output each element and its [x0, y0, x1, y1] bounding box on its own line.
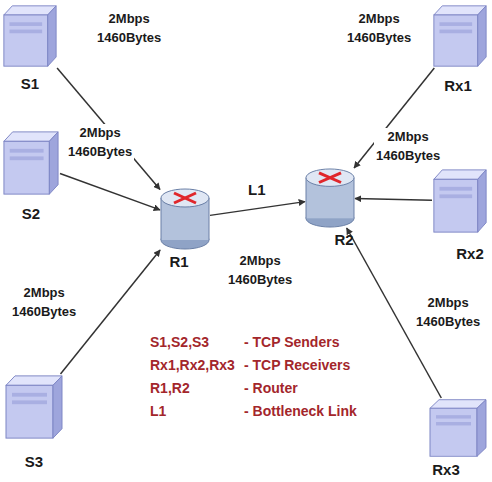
computer-drive — [12, 400, 47, 404]
computer-drive — [10, 149, 44, 153]
host-computer: Rx2 — [432, 168, 488, 234]
computer-top — [4, 6, 56, 15]
computer-drive — [439, 194, 472, 198]
node-label: S3 — [25, 454, 43, 471]
node-label: Rx1 — [444, 78, 472, 95]
link-label: 2Mbps 1460Bytes — [345, 10, 413, 48]
link-label: 2Mbps 1460Bytes — [66, 124, 134, 162]
network-link — [57, 68, 160, 189]
computer-drive — [9, 22, 42, 26]
node-label: Rx2 — [456, 246, 484, 263]
router-cross — [319, 173, 341, 183]
legend-key: L1 — [150, 403, 166, 420]
legend-key: Rx1,Rx2,Rx3 — [150, 357, 235, 374]
router-edge — [209, 198, 210, 240]
computer-front — [4, 141, 49, 194]
computer-side — [49, 132, 58, 194]
link-label: 2Mbps 1460Bytes — [10, 284, 78, 322]
router-cross — [174, 193, 196, 203]
router-cross — [174, 193, 196, 203]
computer-side — [53, 376, 62, 438]
router-edge — [354, 178, 355, 219]
computer-side — [48, 6, 56, 66]
legend-key: S1,S2,S3 — [150, 334, 209, 351]
router-cross — [319, 173, 341, 183]
router-icon — [305, 168, 355, 228]
legend-meaning: - TCP Receivers — [244, 357, 350, 374]
host-computer: S1 — [2, 4, 58, 68]
link-label: 2Mbps 1460Bytes — [414, 294, 482, 332]
node-label: R2 — [334, 232, 353, 249]
computer-icon — [2, 4, 58, 68]
legend-key: R1,R2 — [150, 380, 190, 397]
computer-icon — [428, 398, 488, 458]
network-link — [210, 202, 305, 216]
network-link — [355, 199, 432, 201]
computer-drive — [12, 393, 47, 397]
computer-drive — [436, 415, 471, 418]
link-label: 2Mbps 1460Bytes — [374, 128, 442, 166]
computer-top — [6, 376, 62, 385]
computer-top — [4, 132, 58, 141]
computer-drive — [10, 156, 44, 160]
computer-top — [434, 170, 486, 179]
computer-drive — [439, 22, 472, 26]
link-label: L1 — [248, 182, 266, 199]
router-top — [161, 189, 209, 207]
computer-front — [434, 179, 478, 232]
computer-drive — [9, 30, 42, 34]
link-spec: 2Mbps 1460Bytes — [226, 252, 294, 290]
computer-drive — [439, 30, 472, 34]
router-icon — [160, 188, 210, 250]
legend-meaning: - TCP Senders — [244, 334, 339, 351]
node-label: Rx3 — [432, 462, 460, 479]
computer-top — [430, 400, 486, 409]
router-edge — [161, 198, 162, 240]
computer-top — [434, 6, 486, 15]
host-computer: Rx3 — [428, 398, 488, 458]
computer-icon — [432, 4, 488, 68]
computer-side — [478, 6, 486, 66]
computer-side — [478, 170, 486, 232]
network-link — [60, 174, 160, 210]
computer-icon — [432, 168, 488, 234]
node-label: S1 — [21, 76, 39, 93]
legend-meaning: - Router — [244, 380, 298, 397]
router-node: R2 — [305, 168, 355, 228]
host-computer: S3 — [4, 374, 64, 440]
legend-meaning: - Bottleneck Link — [244, 403, 357, 420]
computer-icon — [2, 130, 60, 196]
computer-icon — [4, 374, 64, 440]
computer-front — [4, 15, 48, 66]
computer-front — [434, 15, 478, 66]
computer-drive — [439, 187, 472, 191]
host-computer: Rx1 — [432, 4, 488, 68]
computer-side — [477, 400, 486, 457]
router-node: R1 — [160, 188, 210, 250]
node-label: R1 — [169, 254, 188, 271]
host-computer: S2 — [2, 130, 60, 196]
computer-front — [6, 385, 53, 438]
router-edge — [306, 178, 307, 219]
computer-front — [430, 408, 477, 456]
node-label: S2 — [22, 206, 40, 223]
link-label: 2Mbps 1460Bytes — [95, 10, 163, 48]
computer-drive — [436, 422, 471, 425]
router-top — [306, 169, 354, 186]
